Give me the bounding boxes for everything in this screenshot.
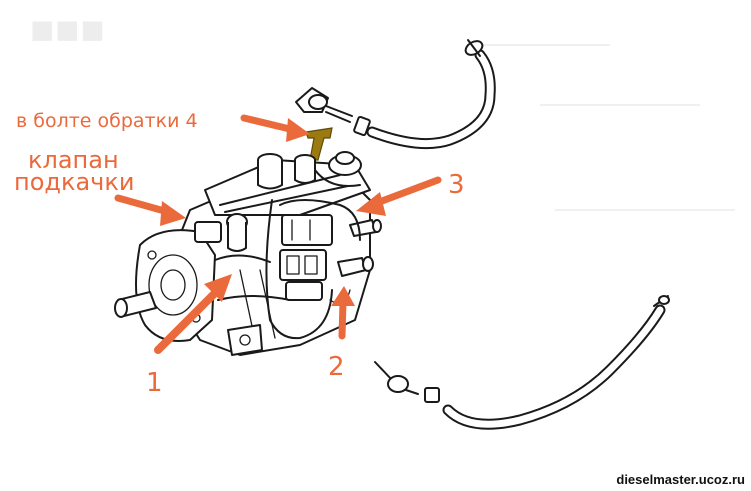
annotation-arrows xyxy=(114,114,442,354)
injection-pump-body xyxy=(114,151,382,356)
label-bolt-return: в болте обратки 4 xyxy=(16,110,198,132)
background-ghost-lines xyxy=(470,44,735,211)
label-priming-valve-line2: подкачки xyxy=(14,168,135,196)
return-bolt xyxy=(305,127,333,161)
arrow-3 xyxy=(356,176,442,216)
arrow-2 xyxy=(331,286,355,340)
banjo-fitting-top xyxy=(295,87,353,123)
label-number-3: 3 xyxy=(448,170,465,200)
arrow-1 xyxy=(154,274,232,354)
label-number-1: 1 xyxy=(146,368,163,398)
upper-return-hose xyxy=(353,39,496,150)
arrow-to-bolt xyxy=(240,114,310,142)
label-priming-valve-line1: клапан xyxy=(28,146,119,174)
lower-return-hose xyxy=(374,295,670,430)
label-number-2: 2 xyxy=(328,352,345,382)
watermark: dieselmaster.ucoz.ru xyxy=(616,472,745,487)
ghost-header-mark: ■■■ xyxy=(30,8,106,52)
arrow-to-priming-valve xyxy=(114,194,186,226)
